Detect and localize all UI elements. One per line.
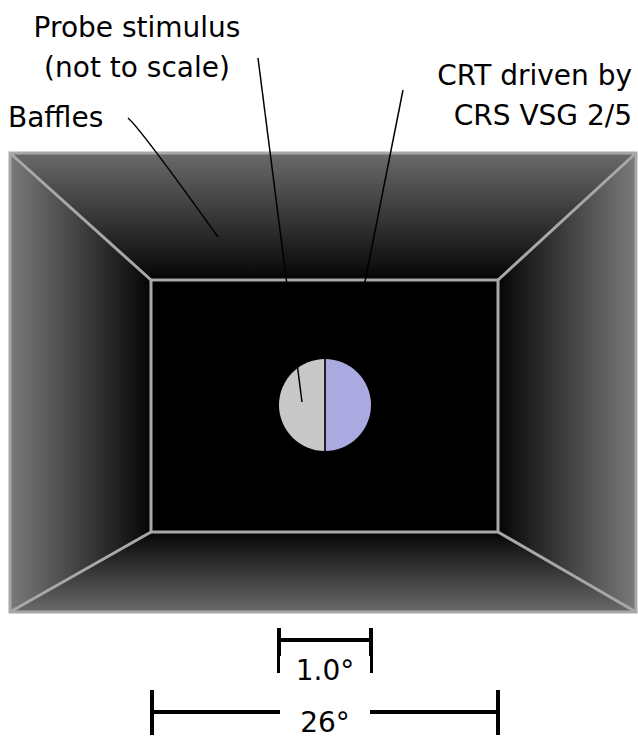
part-label: Probe stimulus (not to scale) (6, 8, 268, 88)
part-label: Baffles (8, 98, 148, 138)
leader-lines (128, 58, 403, 402)
probe-stimulus (279, 359, 371, 451)
baffles (10, 153, 636, 612)
part-label: CRT driven by CRS VSG 2/5 (382, 56, 632, 136)
dimension-label: 26° (280, 708, 370, 738)
dimension-label: 1.0° (280, 656, 370, 686)
crt-screen (151, 280, 498, 532)
